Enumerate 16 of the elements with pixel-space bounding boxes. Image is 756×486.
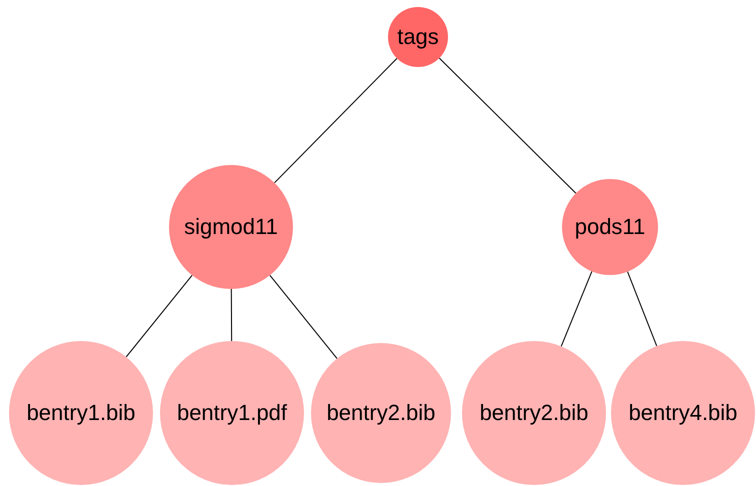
node-label: bentry1.pdf xyxy=(176,400,288,426)
connector-line xyxy=(438,58,576,194)
connector-line xyxy=(627,271,658,346)
connector-line xyxy=(269,274,338,359)
node-label: tags xyxy=(397,24,439,50)
node-label: bentry2.bib xyxy=(326,400,436,426)
node-label: sigmod11 xyxy=(184,214,278,240)
connector-line xyxy=(126,274,193,358)
node-label: bentry1.bib xyxy=(26,400,136,426)
connector-line xyxy=(274,58,398,184)
connector-line xyxy=(560,270,592,347)
node-label: pods11 xyxy=(574,214,646,240)
node-label: bentry4.bib xyxy=(628,400,738,426)
connector-line xyxy=(230,288,232,342)
node-label: bentry2.bib xyxy=(480,400,588,426)
circle-node xyxy=(388,7,448,67)
